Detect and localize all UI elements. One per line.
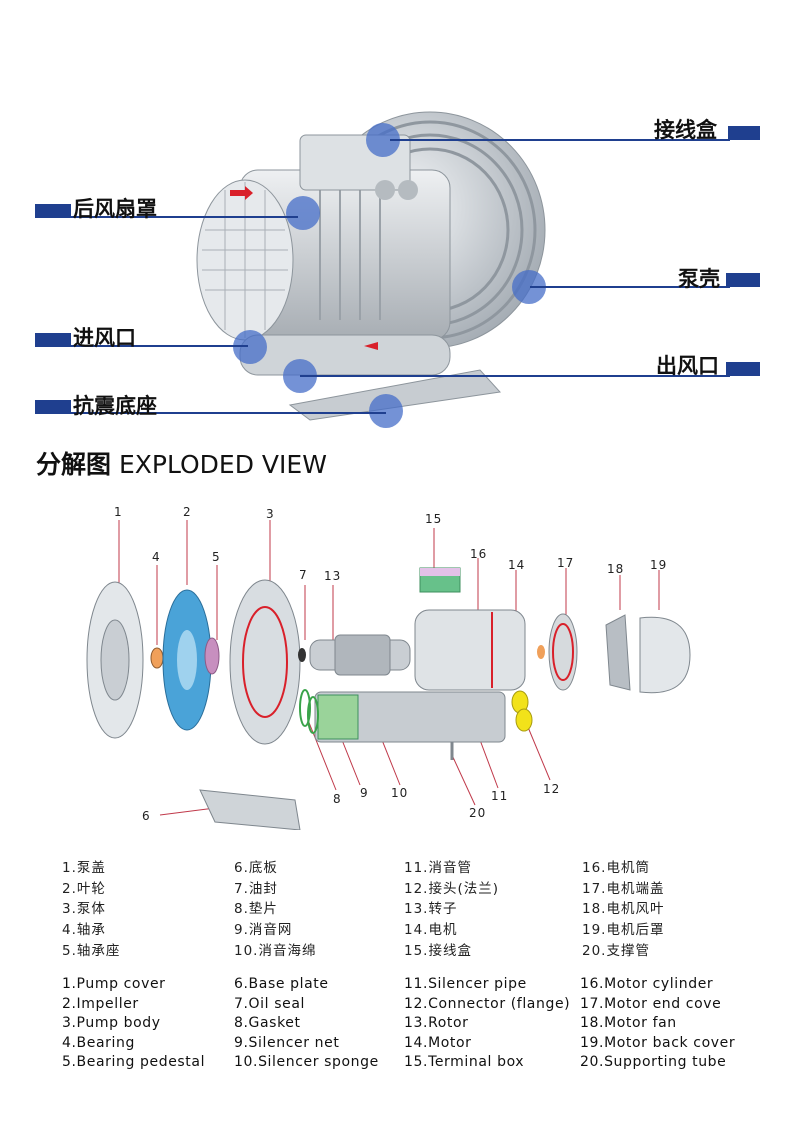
legend-cn-col-3: 11.消音管 12.接头(法兰) 13.转子 14.电机 15.接线盒	[404, 856, 499, 959]
air-inlet-marker	[233, 330, 267, 364]
legend-en-col-4: 16.Motor cylinder 17.Motor end cove 18.M…	[580, 976, 735, 1074]
air-inlet-label: 进风口	[73, 326, 136, 350]
pump-casing-label: 泵壳	[678, 267, 720, 291]
rear-fan-cover-bar	[35, 204, 71, 218]
legend-en-item: 20.Supporting tube	[580, 1054, 727, 1070]
legend-cn-item: 2.叶轮	[62, 880, 106, 897]
part-number-4: 4	[152, 550, 161, 564]
base-bar	[35, 400, 71, 414]
part-number-3: 3	[266, 507, 275, 521]
air-outlet-leader	[300, 375, 730, 377]
part-number-19: 19	[650, 558, 668, 572]
air-outlet-label: 出风口	[656, 354, 719, 378]
legend-cn-item: 18.电机风叶	[582, 901, 665, 918]
legend-cn-item: 1.泵盖	[62, 860, 106, 876]
legend-en-item: 11.Silencer pipe	[404, 976, 527, 992]
legend-en-item: 18.Motor fan	[580, 1015, 677, 1031]
legend-en-item: 5.Bearing pedestal	[62, 1054, 206, 1070]
legend-cn-item: 10.消音海绵	[234, 942, 317, 959]
legend-en-col-2: 6.Base plate 7.Oil seal 8.Gasket 9.Silen…	[234, 976, 379, 1074]
legend-cn-col-2: 6.底板 7.油封 8.垫片 9.消音网 10.消音海绵	[234, 856, 316, 959]
air-inlet-leader	[68, 345, 248, 347]
legend-cn-item: 8.垫片	[234, 901, 278, 918]
base-label: 抗震底座	[73, 394, 157, 418]
legend-cn-item: 20.支撑管	[582, 942, 650, 959]
legend-cn-item: 16.电机筒	[582, 860, 650, 876]
exploded-view-title: 分解图 EXPLODED VIEW	[36, 445, 327, 481]
base-leader	[68, 412, 386, 414]
pump-casing-bar	[726, 273, 760, 287]
part-number-9: 9	[360, 786, 369, 800]
exploded-title-en: EXPLODED VIEW	[118, 450, 327, 479]
part-number-1: 1	[114, 505, 123, 519]
part-number-11: 11	[491, 789, 509, 803]
legend-en-item: 2.Impeller	[62, 995, 139, 1012]
legend-cn-item: 17.电机端盖	[582, 880, 665, 897]
rear-fan-cover-label: 后风扇罩	[73, 197, 157, 221]
junction-box-bar	[728, 126, 760, 140]
legend-cn-item: 12.接头(法兰)	[404, 880, 500, 897]
legend-cn-item: 15.接线盒	[404, 942, 472, 959]
legend-cn-item: 13.转子	[404, 901, 458, 918]
part-number-17: 17	[557, 556, 575, 570]
legend-en-col-3: 11.Silencer pipe 12.Connector (flange) 1…	[404, 976, 570, 1074]
part-number-15: 15	[425, 512, 443, 526]
legend-en-col-1: 1.Pump cover 2.Impeller 3.Pump body 4.Be…	[62, 976, 205, 1074]
legend-cn-col-1: 1.泵盖 2.叶轮 3.泵体 4.轴承 5.轴承座	[62, 856, 120, 959]
air-outlet-bar	[726, 362, 760, 376]
legend-en-item: 3.Pump body	[62, 1015, 161, 1031]
legend-cn-item: 19.电机后罩	[582, 922, 665, 939]
exploded-title-cn: 分解图	[36, 450, 112, 479]
part-number-14: 14	[508, 558, 526, 572]
legend-cn-item: 11.消音管	[404, 860, 472, 876]
exploded-diagram	[86, 520, 691, 830]
part-number-13: 13	[324, 569, 342, 583]
part-number-2: 2	[183, 505, 192, 519]
air-inlet-bar	[35, 333, 71, 347]
part-number-20: 20	[469, 806, 487, 820]
legend-en-item: 8.Gasket	[234, 1015, 301, 1031]
part-number-18: 18	[607, 562, 625, 576]
rear-fan-cover-leader	[68, 216, 298, 218]
base-marker	[369, 394, 403, 428]
part-number-5: 5	[212, 550, 221, 564]
part-number-10: 10	[391, 786, 409, 800]
legend-cn-col-4: 16.电机筒 17.电机端盖 18.电机风叶 19.电机后罩 20.支撑管	[582, 856, 664, 959]
rear-fan-cover-marker	[286, 196, 320, 230]
legend-en-item: 13.Rotor	[404, 1015, 469, 1031]
legend-cn-item: 6.底板	[234, 860, 278, 876]
legend-cn-item: 3.泵体	[62, 901, 106, 918]
part-number-7: 7	[299, 568, 308, 582]
legend-en-item: 7.Oil seal	[234, 995, 305, 1012]
pump-casing-leader	[530, 286, 730, 288]
legend-cn-item: 9.消音网	[234, 922, 293, 939]
legend-en-item: 6.Base plate	[234, 976, 329, 992]
legend-en-item: 15.Terminal box	[404, 1054, 525, 1070]
part-number-12: 12	[543, 782, 561, 796]
junction-box-leader	[390, 139, 730, 141]
junction-box-label: 接线盒	[654, 118, 717, 142]
part-number-8: 8	[333, 792, 342, 806]
legend-en-item: 19.Motor back cover	[580, 1034, 736, 1051]
legend-en-item: 12.Connector (flange)	[404, 995, 571, 1012]
legend-en-item: 9.Silencer net	[234, 1034, 340, 1051]
legend-en-item: 16.Motor cylinder	[580, 976, 714, 992]
legend-cn-item: 4.轴承	[62, 922, 106, 939]
legend-cn-item: 7.油封	[234, 880, 278, 897]
part-number-16: 16	[470, 547, 488, 561]
legend-en-item: 17.Motor end cove	[580, 995, 722, 1012]
legend-en-item: 14.Motor	[404, 1034, 472, 1051]
blower-illustration	[196, 111, 546, 421]
legend-cn-item: 5.轴承座	[62, 942, 121, 959]
legend-cn-item: 14.电机	[404, 922, 458, 939]
legend-en-item: 10.Silencer sponge	[234, 1054, 379, 1070]
part-number-6: 6	[142, 809, 151, 823]
legend-en-item: 1.Pump cover	[62, 976, 166, 992]
legend-en-item: 4.Bearing	[62, 1034, 135, 1051]
